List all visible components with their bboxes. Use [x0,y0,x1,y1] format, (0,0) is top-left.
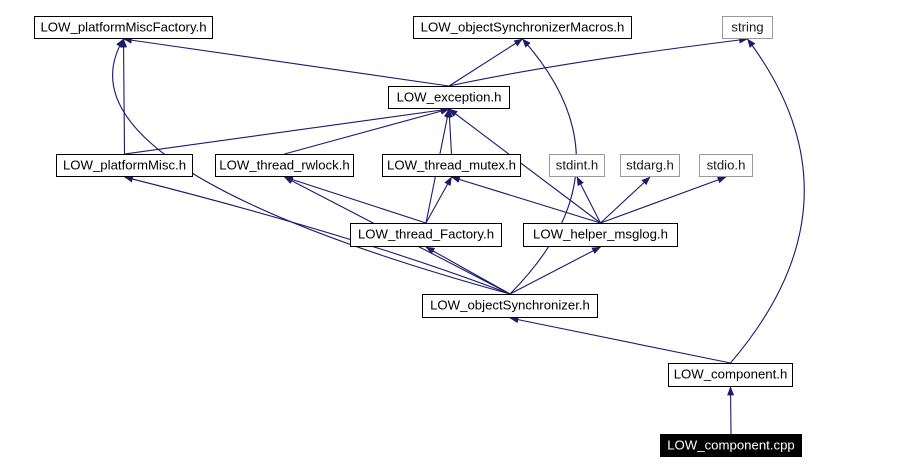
graph-node-label: LOW_component.h [673,366,788,382]
graph-edge-objectSynchronizer-to-platformMisc [123,175,511,295]
graph-edge-exception-to-string [448,36,749,87]
graph-edge-platformMisc-to-exception [124,106,450,155]
graph-edge-exception-to-objectSynchronizerMacros [448,38,524,87]
graph-node-component_cpp[interactable]: LOW_component.cpp [660,434,802,457]
graph-node-label: LOW_platformMisc.h [62,157,187,173]
graph-edge-helperMsglog-to-stdarg [600,176,651,224]
graph-node-label: LOW_objectSynchronizer.h [430,297,590,313]
graph-node-stdarg[interactable]: stdarg.h [620,154,680,177]
graph-node-threadMutex[interactable]: LOW_thread_mutex.h [382,154,521,177]
graph-node-label: string [731,19,764,35]
graph-node-component_h[interactable]: LOW_component.h [668,363,793,387]
graph-node-threadRwlock[interactable]: LOW_thread_rwlock.h [215,154,354,177]
graph-edge-objectSynchronizer-to-threadFactory [425,246,511,295]
graph-node-exception[interactable]: LOW_exception.h [388,86,510,109]
graph-edge-threadFactory-to-threadMutex [425,176,452,224]
graph-edge-threadRwlock-to-exception [284,107,450,155]
graph-node-label: LOW_thread_mutex.h [387,157,517,173]
graph-edge-helperMsglog-to-stdint [576,176,601,224]
graph-node-label: LOW_thread_rwlock.h [219,157,350,173]
graph-edge-threadFactory-to-threadRwlock [283,176,427,224]
graph-node-objectSynchronizerMacros[interactable]: LOW_objectSynchronizerMacros.h [413,16,632,39]
graph-node-label: stdio.h [706,157,746,173]
graph-node-label: stdint.h [555,157,599,173]
graph-node-label: LOW_helper_msglog.h [533,226,668,242]
graph-edge-exception-to-platformMiscFactory [122,36,450,87]
graph-node-stdio[interactable]: stdio.h [699,154,753,177]
graph-node-label: stdarg.h [626,157,674,173]
graph-edge-component_h-to-objectSynchronizer [509,316,731,364]
graph-node-label: LOW_exception.h [396,89,502,105]
graph-edge-component_cpp-to-component_h [727,386,735,435]
graph-node-string[interactable]: string [722,16,773,39]
graph-edge-objectSynchronizer-to-helperMsglog [509,246,602,295]
graph-node-label: LOW_component.cpp [667,437,795,453]
graph-edge-helperMsglog-to-stdio [600,176,727,224]
graph-edge-helperMsglog-to-threadMutex [450,176,601,224]
graph-node-label: LOW_platformMiscFactory.h [40,19,207,35]
graph-node-platformMisc[interactable]: LOW_platformMisc.h [56,154,193,177]
graph-edge-helperMsglog-to-exception [448,108,601,224]
graph-node-label: LOW_objectSynchronizerMacros.h [420,19,625,35]
graph-edge-threadMutex-to-exception [445,108,453,155]
graph-edge-platformMisc-to-platformMiscFactory [120,38,128,155]
graph-edge-component_h-to-string [730,38,805,364]
graph-node-stdint[interactable]: stdint.h [549,154,605,177]
graph-node-label: LOW_thread_Factory.h [357,226,495,242]
graph-node-objectSynchronizer[interactable]: LOW_objectSynchronizer.h [422,294,598,318]
graph-node-threadFactory[interactable]: LOW_thread_Factory.h [350,223,502,247]
graph-node-platformMiscFactory[interactable]: LOW_platformMiscFactory.h [34,16,213,39]
graph-node-helperMsglog[interactable]: LOW_helper_msglog.h [523,223,678,247]
